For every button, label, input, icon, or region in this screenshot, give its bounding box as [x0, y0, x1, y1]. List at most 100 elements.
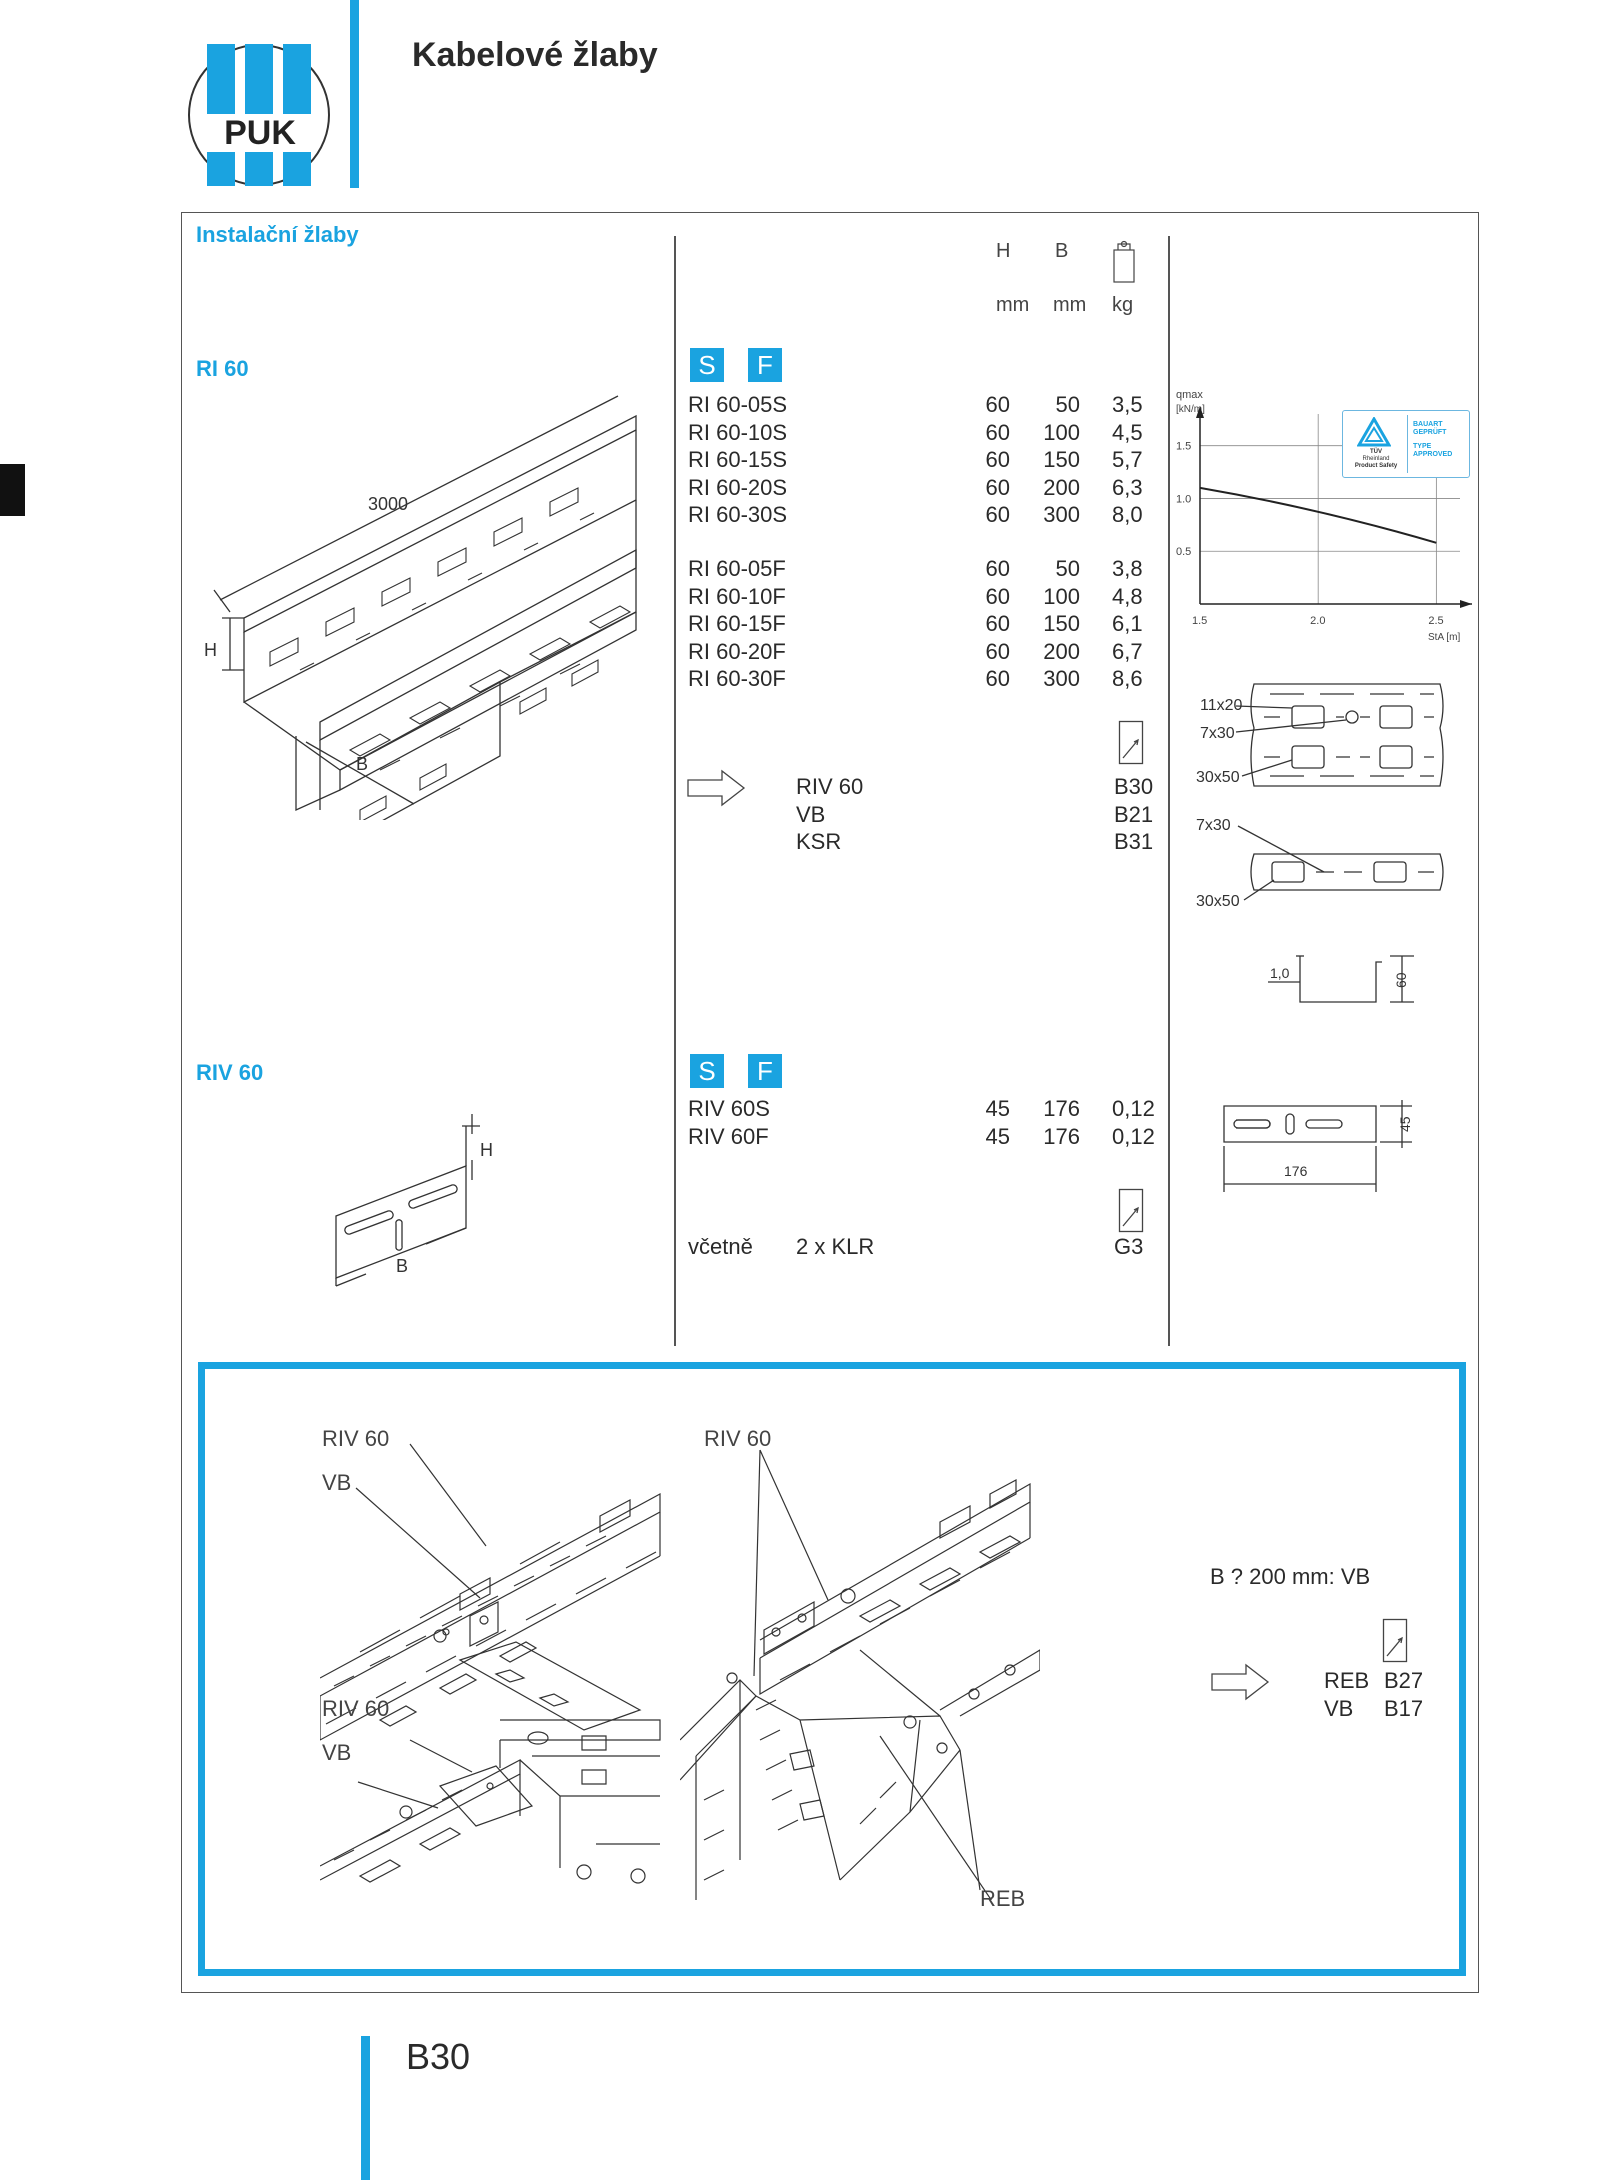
riv60-b-1: 176 [1043, 1123, 1080, 1149]
ri60-f-b-3: 200 [1043, 638, 1080, 664]
ri60-s-name-1: RI 60-10S [688, 419, 788, 445]
ri60-f-h-2: 60 [985, 611, 1010, 636]
acc-page-0: B30 [1114, 774, 1154, 799]
ri60-f-kg-0: 3,8 [1112, 556, 1143, 581]
riv60-kg-1: 0,12 [1112, 1123, 1155, 1149]
tuv-triangle-icon [1357, 417, 1391, 447]
chart-xtick-1: 2.0 [1310, 615, 1325, 627]
chart-xtick-0: 1.5 [1192, 615, 1207, 627]
riv60-table: RIV 60S 45 176 0,12 RIV 60F 45 176 0,12 [688, 1096, 1158, 1151]
content-frame [181, 212, 1479, 1993]
ri60-s-h-3: 60 [985, 474, 1010, 500]
load-chart: qmax [kN/m] 1.5 1.0 0.5 1.5 2.0 2.5 StA … [1176, 389, 1472, 643]
tuv-certificate: TÜV Rheinland Product Safety BAUART GEPR… [1342, 410, 1470, 478]
install-label-riv-b: RIV 60 [322, 1696, 390, 1721]
ri60-f-b-1: 100 [1043, 583, 1080, 609]
ri60-s-b-2: 150 [1043, 447, 1080, 472]
col-header-h: H [996, 240, 1011, 262]
arrow-right-icon-2 [1211, 1663, 1270, 1701]
ri60-s-kg-4: 8,0 [1112, 502, 1143, 527]
list-item: VB B17 [1324, 1696, 1454, 1724]
section-title: Instalační žlaby [196, 222, 359, 247]
header-divider [350, 0, 359, 188]
chart-x-label: StA [m] [1428, 632, 1460, 643]
ri60-f-name-3: RI 60-20F [688, 638, 786, 664]
list-item: KSR B31 [796, 829, 1156, 857]
riv60-b-0: 176 [1043, 1096, 1080, 1121]
side-tab [0, 464, 25, 516]
col-unit-b: mm [1053, 294, 1087, 316]
table-row: RI 60-15F 60 150 6,1 [688, 611, 1158, 639]
install-drawing-right [680, 1420, 1040, 1900]
ri60-tray-drawing: 3000 H B [204, 390, 650, 820]
ri60-s-kg-1: 4,5 [1112, 419, 1143, 445]
install-label-riv-c: RIV 60 [704, 1426, 772, 1451]
install-label-vb-a: VB [322, 1470, 352, 1495]
perf-label-4: 30x50 [1196, 893, 1240, 910]
perf-label-1: 7x30 [1200, 725, 1235, 742]
ref-name-1: VB [1324, 1695, 1354, 1721]
riv60-dim-b: B [396, 1256, 408, 1276]
acc-page-2: B31 [1114, 829, 1154, 854]
table-row: RIV 60F 45 176 0,12 [688, 1124, 1158, 1152]
ri60-s-b-0: 50 [1055, 392, 1080, 417]
install-refs: REB B27 VB B17 [1324, 1668, 1454, 1723]
arrow-right-icon [687, 769, 746, 807]
ref-page-0: B27 [1384, 1668, 1424, 1693]
ri60-s-table: RI 60-05S 60 50 3,5 RI 60-10S 60 100 4,5… [688, 392, 1158, 530]
chart-xtick-2: 2.5 [1428, 615, 1443, 627]
ri60-f-name-2: RI 60-15F [688, 611, 786, 636]
ri60-f-kg-2: 6,1 [1112, 611, 1143, 636]
ri60-f-name-0: RI 60-05F [688, 556, 786, 581]
riv60-incl-label: včetně [688, 1234, 753, 1259]
page-ref-icon-2 [1118, 1188, 1144, 1233]
footer-divider [361, 2036, 370, 2180]
table-row: RI 60-05S 60 50 3,5 [688, 392, 1158, 420]
profile-height: 60 [1393, 972, 1409, 988]
ri60-dim-b: B [356, 754, 368, 774]
chart-x-arrow [1460, 600, 1472, 608]
ri60-accessories: RIV 60 B30 VB B21 KSR B31 [796, 774, 1156, 857]
puk-logo-icon [188, 44, 330, 186]
riv60-dim-width: 176 [1284, 1163, 1308, 1179]
acc-name-2: KSR [796, 829, 842, 854]
chart-y-arrow [1196, 406, 1204, 418]
ri60-f-b-2: 150 [1043, 611, 1080, 636]
ri60-f-name-4: RI 60-30F [688, 666, 786, 691]
install-label-vb-b: VB [322, 1740, 352, 1765]
perf-label-2: 30x50 [1196, 769, 1240, 786]
ri60-f-table: RI 60-05F 60 50 3,8 RI 60-10F 60 100 4,8… [688, 556, 1158, 694]
ri60-dim-length: 3000 [368, 494, 408, 514]
table-row: RI 60-10S 60 100 4,5 [688, 420, 1158, 448]
chart-ytick-1: 1.0 [1176, 493, 1191, 505]
column-divider-2 [1168, 236, 1170, 1346]
ri60-s-b-4: 300 [1043, 502, 1080, 527]
ri60-f-kg-4: 8,6 [1112, 666, 1143, 691]
installation-box [198, 1362, 1466, 1976]
ri60-f-h-0: 60 [985, 556, 1010, 581]
ri60-badge-s: S [690, 348, 724, 382]
riv60-kg-0: 0,12 [1112, 1096, 1155, 1121]
riv60-dim-height: 45 [1397, 1116, 1413, 1132]
chart-y-label: qmax [1176, 389, 1203, 401]
ri60-label: RI 60 [196, 356, 249, 381]
install-label-reb: REB [980, 1886, 1026, 1911]
ri60-s-h-2: 60 [985, 447, 1010, 472]
install-note: B ? 200 mm: VB [1210, 1564, 1371, 1589]
acc-name-1: VB [796, 801, 826, 827]
ri60-s-name-4: RI 60-30S [688, 502, 788, 527]
riv60-badge-s: S [690, 1054, 724, 1088]
perforation-drawing: 11x20 7x30 30x50 7x30 30x50 [1196, 676, 1474, 910]
col-unit-h: mm [996, 294, 1030, 316]
logo-text: PUK [224, 114, 296, 152]
page-title: Kabelové žlaby [412, 36, 658, 74]
weight-icon [1113, 240, 1135, 283]
ri60-s-name-2: RI 60-15S [688, 447, 788, 472]
tuv-line-3: TYPE [1413, 443, 1432, 450]
ri60-f-h-4: 60 [985, 666, 1010, 691]
ri60-f-name-1: RI 60-10F [688, 583, 786, 609]
chart-y-unit: [kN/m] [1176, 404, 1205, 415]
riv60-name-0: RIV 60S [688, 1096, 770, 1121]
ri60-s-b-3: 200 [1043, 474, 1080, 500]
list-item: REB B27 [1324, 1668, 1454, 1696]
